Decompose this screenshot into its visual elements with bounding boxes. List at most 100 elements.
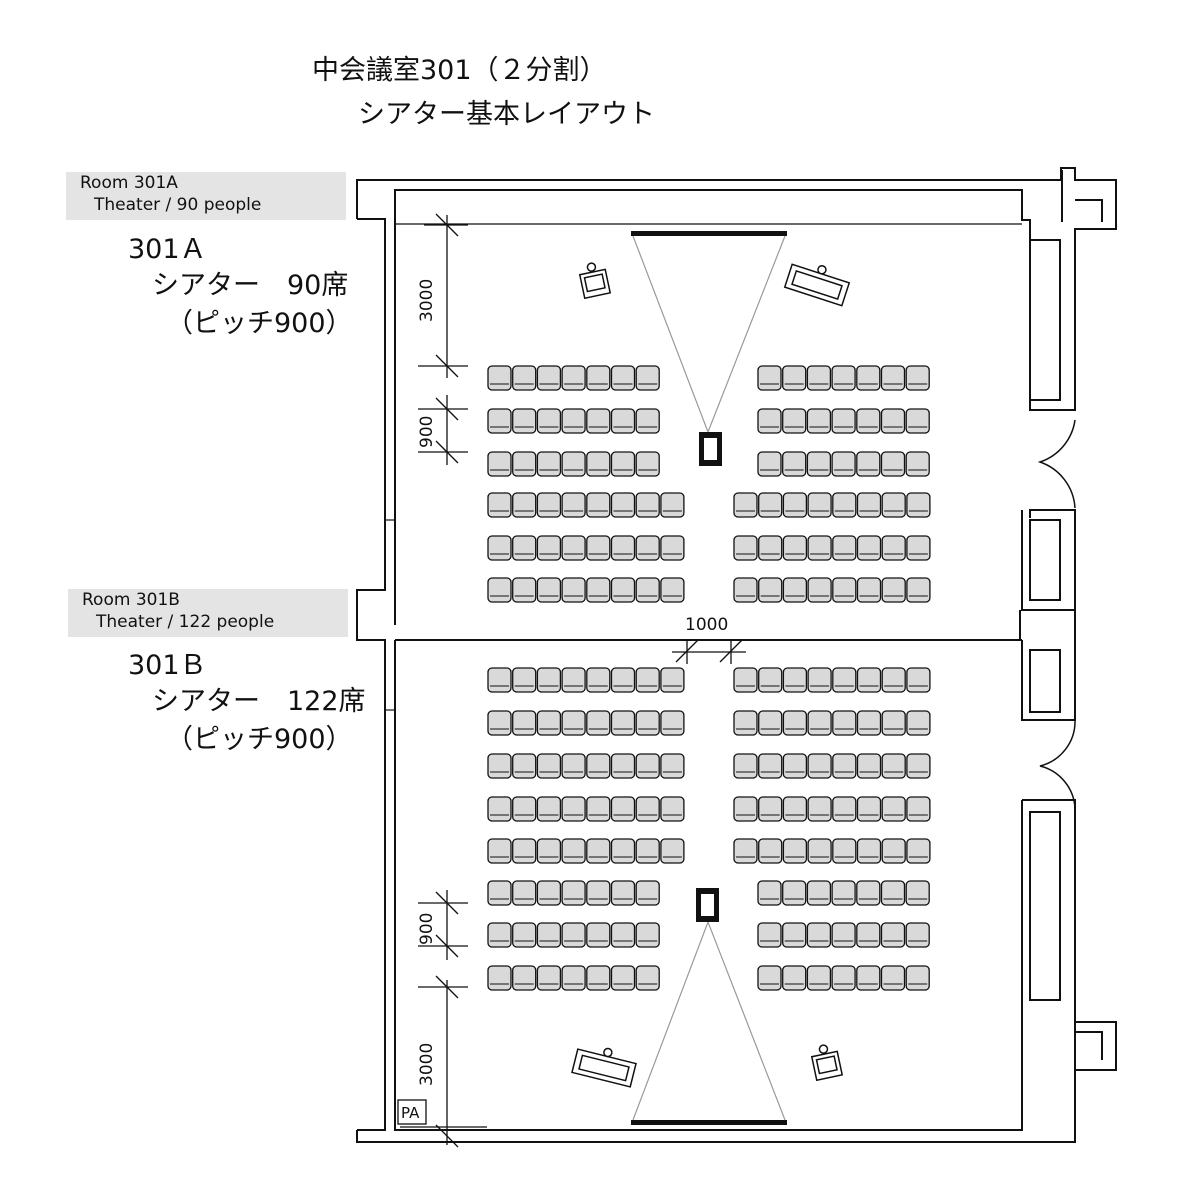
- seat: [487, 365, 512, 391]
- seat: [806, 880, 832, 906]
- seat: [660, 838, 685, 864]
- seat: [487, 838, 512, 864]
- seat: [487, 710, 512, 736]
- seat: [487, 753, 512, 779]
- seat: [782, 965, 807, 991]
- room-301b-name: 301Ｂ: [128, 650, 207, 681]
- seat: [782, 492, 808, 518]
- seat: [831, 365, 856, 391]
- seat: [536, 492, 562, 518]
- seat: [586, 492, 611, 518]
- seat: [536, 365, 562, 391]
- room-301a-tag-subtitle: Theater / 90 people: [94, 195, 262, 215]
- dim-a-pitch: 900: [417, 416, 437, 448]
- seat: [561, 880, 586, 906]
- seat: [782, 451, 807, 477]
- seat: [906, 796, 931, 822]
- seat: [881, 796, 906, 822]
- seat: [856, 365, 881, 391]
- seat: [610, 710, 636, 736]
- seat: [757, 451, 782, 477]
- seat: [610, 880, 636, 906]
- seat: [610, 408, 636, 434]
- seat: [782, 365, 807, 391]
- seat: [561, 965, 586, 991]
- seat: [757, 922, 782, 948]
- seat: [782, 753, 808, 779]
- seat: [660, 753, 685, 779]
- seat: [586, 710, 611, 736]
- seat: [856, 408, 881, 434]
- seat: [586, 577, 611, 603]
- seat: [880, 408, 906, 434]
- dimension-lines: [418, 213, 746, 1148]
- seat: [635, 365, 660, 391]
- room-301b-tag-title: Room 301B: [82, 590, 180, 610]
- seat: [561, 796, 586, 822]
- seat: [733, 753, 758, 779]
- seat: [561, 753, 586, 779]
- seat: [610, 922, 636, 948]
- seat: [561, 492, 586, 518]
- seat: [536, 577, 562, 603]
- seat: [881, 753, 906, 779]
- pa-box: [397, 1099, 427, 1125]
- seat: [610, 451, 636, 477]
- seat: [561, 838, 586, 864]
- seat: [536, 753, 562, 779]
- seat: [586, 365, 611, 391]
- seat: [487, 796, 512, 822]
- seat: [536, 796, 562, 822]
- seat: [733, 535, 758, 561]
- seat: [906, 838, 931, 864]
- seat: [881, 838, 906, 864]
- room-301a-pitch: （ピッチ900）: [166, 308, 353, 339]
- seat: [807, 577, 832, 603]
- seat: [487, 880, 512, 906]
- seat: [635, 667, 660, 693]
- seat: [906, 753, 931, 779]
- seat: [536, 922, 562, 948]
- seat: [660, 492, 685, 518]
- seat: [610, 535, 636, 561]
- seat: [880, 365, 906, 391]
- seat: [512, 492, 537, 518]
- seat: [561, 667, 586, 693]
- seat: [586, 535, 611, 561]
- seat: [782, 667, 808, 693]
- seat: [635, 965, 660, 991]
- seat: [487, 922, 512, 948]
- seat: [561, 922, 586, 948]
- seat: [782, 710, 808, 736]
- seat: [831, 922, 856, 948]
- seat: [782, 838, 808, 864]
- seat: [660, 667, 685, 693]
- seat: [733, 710, 758, 736]
- screen-b: [631, 1120, 787, 1125]
- seat: [905, 451, 930, 477]
- seat: [512, 838, 537, 864]
- page-title: 中会議室301（２分割）: [312, 55, 607, 86]
- seat: [856, 880, 881, 906]
- seat: [832, 753, 857, 779]
- seat: [536, 451, 562, 477]
- seat: [561, 535, 586, 561]
- seat: [635, 753, 660, 779]
- seat: [856, 710, 882, 736]
- seat: [758, 796, 783, 822]
- seat: [536, 880, 562, 906]
- seat: [807, 838, 832, 864]
- seat: [906, 710, 931, 736]
- room-301a-capacity: シアター 90席: [152, 270, 349, 301]
- seat: [831, 965, 856, 991]
- seating: [487, 365, 931, 991]
- seat: [586, 965, 611, 991]
- seat: [610, 492, 636, 518]
- seat: [906, 492, 931, 518]
- seat: [586, 922, 611, 948]
- seat: [905, 965, 930, 991]
- seat: [832, 577, 857, 603]
- seat: [832, 838, 857, 864]
- seat: [487, 535, 512, 561]
